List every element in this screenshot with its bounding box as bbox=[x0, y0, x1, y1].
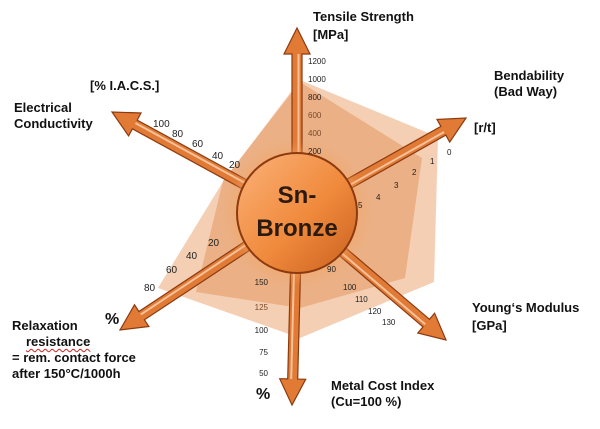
relaxation-title: Relaxation bbox=[12, 318, 78, 333]
bendability-unit: [r/t] bbox=[474, 120, 496, 135]
youngs-ticks: 90 100 110 120 130 bbox=[327, 265, 396, 327]
relaxation-subtitle: resistance bbox=[26, 334, 91, 349]
relaxation-percent: % bbox=[105, 311, 120, 328]
tick-label: 125 bbox=[255, 303, 269, 312]
tick-label: 50 bbox=[259, 369, 268, 378]
bendability-title: Bendability bbox=[494, 68, 565, 83]
tick-label: 4 bbox=[376, 193, 381, 202]
tick-label: 400 bbox=[308, 129, 322, 138]
youngs-modulus-title: Young‘s Modulus bbox=[472, 300, 580, 315]
tick-label: 1 bbox=[430, 157, 435, 166]
electrical-ticks: 100 80 60 40 20 bbox=[153, 119, 241, 171]
tensile-strength-unit: [MPa] bbox=[313, 27, 349, 42]
tick-label: 0 bbox=[447, 148, 452, 157]
tick-label: 100 bbox=[343, 283, 357, 292]
tick-label: 1200 bbox=[308, 57, 326, 66]
relaxation-condition: after 150°C/1000h bbox=[12, 366, 121, 381]
tick-label: 130 bbox=[382, 318, 396, 327]
tick-label: 80 bbox=[144, 283, 156, 294]
electrical-subtitle: Conductivity bbox=[14, 116, 93, 131]
center-hub bbox=[236, 152, 358, 274]
tick-label: 100 bbox=[153, 119, 170, 130]
tick-label: 40 bbox=[212, 151, 224, 162]
tick-label: 2 bbox=[412, 168, 417, 177]
metal-cost-title: Metal Cost Index bbox=[331, 378, 435, 393]
tick-label: 150 bbox=[255, 278, 269, 287]
tensile-strength-title: Tensile Strength bbox=[313, 9, 414, 24]
tick-label: 1000 bbox=[308, 75, 326, 84]
tick-label: 60 bbox=[166, 265, 178, 276]
tick-label: 200 bbox=[308, 147, 322, 156]
tick-label: 3 bbox=[394, 181, 399, 190]
youngs-modulus-unit: [GPa] bbox=[472, 318, 507, 333]
tick-label: 40 bbox=[186, 251, 198, 262]
tick-label: 800 bbox=[308, 93, 322, 102]
electrical-unit: [% I.A.C.S.] bbox=[90, 78, 160, 93]
tick-label: 120 bbox=[368, 307, 382, 316]
tick-label: 20 bbox=[229, 160, 241, 171]
tick-label: 75 bbox=[259, 348, 268, 357]
relaxation-definition: = rem. contact force bbox=[12, 350, 136, 365]
relaxation-ticks: 20 40 60 80 bbox=[144, 238, 220, 294]
tick-label: 60 bbox=[192, 139, 204, 150]
metal-cost-ticks: 150 125 100 75 50 bbox=[255, 278, 269, 378]
tick-label: 20 bbox=[208, 238, 220, 249]
tick-label: 600 bbox=[308, 111, 322, 120]
tick-label: 5 bbox=[358, 201, 363, 210]
bendability-subtitle: (Bad Way) bbox=[494, 84, 558, 99]
tensile-ticks: 1200 1000 800 600 400 200 bbox=[308, 57, 326, 156]
tick-label: 110 bbox=[355, 295, 368, 304]
metal-cost-percent: % bbox=[256, 386, 271, 403]
tick-label: 80 bbox=[172, 129, 184, 140]
electrical-title: Electrical bbox=[14, 100, 72, 115]
tick-label: 90 bbox=[327, 265, 336, 274]
metal-cost-unit: (Cu=100 %) bbox=[331, 394, 402, 409]
bendability-ticks: 0 1 2 3 4 5 bbox=[358, 148, 452, 210]
tick-label: 100 bbox=[255, 326, 269, 335]
center-label-line1: Sn- bbox=[278, 182, 317, 209]
center-label-line2: Bronze bbox=[256, 215, 337, 242]
